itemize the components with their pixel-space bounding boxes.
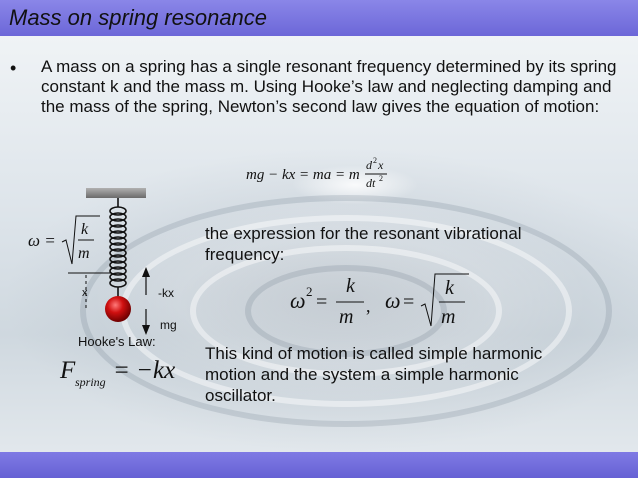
mass-ball xyxy=(105,296,131,322)
svg-text:ω =: ω = xyxy=(28,231,56,250)
svg-text:k: k xyxy=(81,221,89,238)
svg-text:k: k xyxy=(346,275,356,297)
force-up-label: -kx xyxy=(158,286,174,300)
intro-paragraph: A mass on a spring has a single resonant… xyxy=(41,57,617,116)
omega-squared-formula: ω 2 = k m , xyxy=(288,268,378,330)
svg-text:ω: ω xyxy=(385,288,401,313)
hookes-law-formula: F spring = −kx xyxy=(58,353,188,393)
svg-text:d: d xyxy=(366,158,373,172)
omega-formula-right: ω = k m xyxy=(385,268,475,330)
ripple-ring xyxy=(190,245,502,377)
svg-text:spring: spring xyxy=(75,375,106,389)
ripple-ring xyxy=(245,265,447,357)
svg-text:= −kx: = −kx xyxy=(113,357,175,384)
ceiling-support xyxy=(86,188,146,198)
x-label: x xyxy=(82,287,88,299)
equation-of-motion: mg − kx = ma = m d 2 x dt 2 xyxy=(244,153,404,199)
spring-mass-diagram xyxy=(60,185,200,335)
omega-formula-left: ω = k m xyxy=(28,212,108,270)
bottom-bar xyxy=(0,452,638,478)
bullet-marker: • xyxy=(10,58,17,78)
hookes-law-label: Hooke's Law: xyxy=(78,334,156,349)
svg-text:,: , xyxy=(366,296,371,316)
svg-text:k: k xyxy=(445,277,455,299)
title-bar: Mass on spring resonance xyxy=(0,0,638,36)
svg-text:ω: ω xyxy=(290,288,306,313)
svg-text:2: 2 xyxy=(379,174,383,183)
slide-title: Mass on spring resonance xyxy=(9,5,268,30)
svg-text:m: m xyxy=(339,306,353,328)
svg-text:2: 2 xyxy=(373,156,377,165)
svg-text:=: = xyxy=(403,291,414,313)
svg-text:m: m xyxy=(441,306,455,328)
svg-text:x: x xyxy=(377,158,384,172)
simple-harmonic-text: This kind of motion is called simple har… xyxy=(205,344,543,405)
force-down-label: mg xyxy=(160,318,177,332)
spring-coil xyxy=(109,198,127,297)
resonant-frequency-text: the expression for the resonant vibratio… xyxy=(205,224,522,264)
svg-text:mg − kx = ma = m: mg − kx = ma = m xyxy=(246,167,360,183)
svg-text:m: m xyxy=(78,245,90,262)
force-down-arrow xyxy=(142,325,150,335)
svg-text:dt: dt xyxy=(366,176,376,190)
svg-text:2: 2 xyxy=(306,284,313,299)
svg-text:F: F xyxy=(59,357,76,384)
force-up-arrow xyxy=(142,267,150,277)
svg-text:=: = xyxy=(316,291,327,313)
ripple-ring xyxy=(80,195,612,427)
